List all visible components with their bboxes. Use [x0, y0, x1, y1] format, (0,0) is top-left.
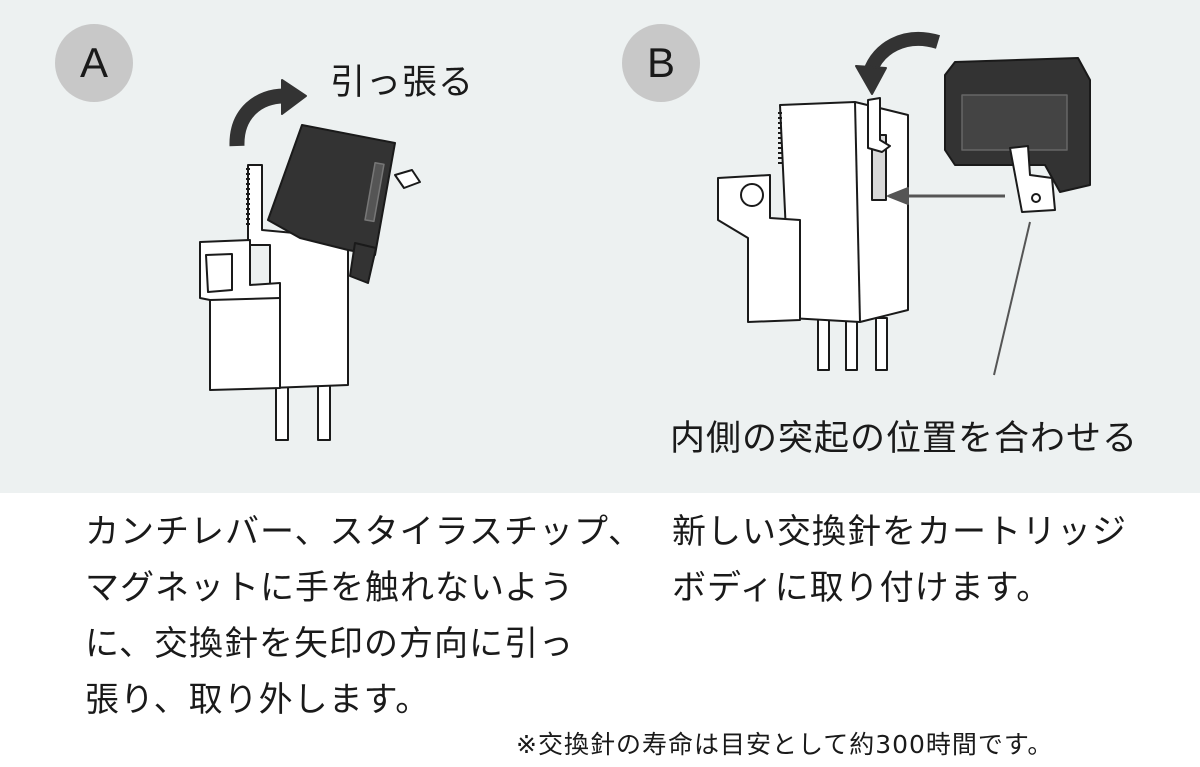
step-b-instructions: 新しい交換針をカートリッジ ボディに取り付けます。 [672, 504, 1127, 616]
step-a-instructions: カンチレバー、スタイラスチップ、 マグネットに手を触れないよう に、交換針を矢印… [85, 504, 643, 728]
footnote: ※交換針の寿命は目安として約300時間です。 [516, 730, 1054, 759]
stylus-b [944, 57, 1091, 213]
illustration-svg [199, 31, 1091, 441]
cartridge-b-mount-hole [740, 183, 764, 207]
cartridge-b-front-block [717, 174, 801, 323]
pin-b-3 [875, 317, 888, 371]
step-b-line: 新しい交換針をカートリッジ [672, 512, 1127, 552]
step-b-line: ボディに取り付けます。 [672, 568, 1052, 608]
arrow-a-curve [229, 88, 285, 147]
stylus-b-opening [961, 94, 1068, 151]
pin-a-left [275, 384, 289, 441]
step-a-badge: A [55, 24, 133, 102]
cartridge-b [717, 97, 909, 371]
step-b-badge: B [622, 24, 700, 102]
stylus-b-tab [1009, 145, 1056, 213]
cartridge-a [199, 164, 349, 441]
arrow-a-head [281, 79, 307, 115]
stylus-a-housing [267, 124, 396, 256]
align-callout-label: 内側の突起の位置を合わせる [670, 419, 1139, 459]
callout-leader-line [993, 221, 1031, 376]
cartridge-a-mount-hole [205, 253, 233, 293]
pin-b-2 [845, 317, 858, 371]
step-a-line: マグネットに手を触れないよう [85, 568, 575, 608]
pin-a-right [317, 384, 331, 441]
stylus-a-slot [364, 161, 385, 223]
arrow-b-head [887, 187, 909, 205]
pin-b-1 [817, 317, 830, 371]
step-a-line: に、交換針を矢印の方向に引っ [85, 624, 574, 664]
pull-label: 引っ張る [330, 63, 475, 103]
arrow-b-curve [863, 31, 941, 75]
step-a-line: 張り、取り外します。 [85, 680, 431, 720]
stylus-b-tab-hole [1031, 193, 1041, 203]
step-a-line: カンチレバー、スタイラスチップ、 [85, 512, 643, 552]
cartridge-b-clip [867, 97, 891, 153]
stylus-a [267, 124, 421, 284]
arrow-b-curve-head [855, 65, 887, 95]
stylus-a-tip [394, 169, 421, 189]
stylus-a-nose [349, 242, 377, 284]
